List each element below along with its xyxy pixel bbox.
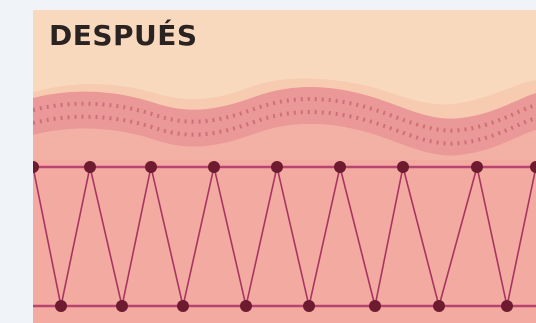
knot-icon xyxy=(208,161,220,173)
knot-icon xyxy=(334,161,346,173)
subdermal-shade xyxy=(33,160,536,323)
knot-icon xyxy=(433,300,445,312)
knot-icon xyxy=(116,300,128,312)
page-title: DESPUÉS xyxy=(49,22,198,50)
knot-icon xyxy=(145,161,157,173)
skin-illustration-panel: DESPUÉS xyxy=(33,10,536,323)
knot-icon xyxy=(471,161,483,173)
knot-icon xyxy=(177,300,189,312)
knot-icon xyxy=(501,300,513,312)
skin-cross-section-illustration xyxy=(33,10,536,323)
knot-icon xyxy=(397,161,409,173)
knot-icon xyxy=(240,300,252,312)
knot-icon xyxy=(303,300,315,312)
knot-icon xyxy=(271,161,283,173)
knot-icon xyxy=(84,161,96,173)
knot-icon xyxy=(369,300,381,312)
knot-icon xyxy=(55,300,67,312)
